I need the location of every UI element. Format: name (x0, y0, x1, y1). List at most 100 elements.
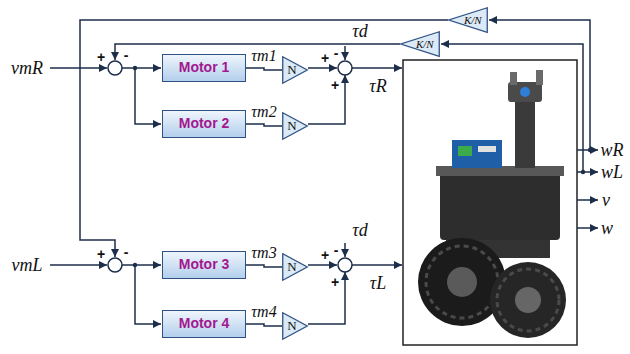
box-label: Motor 1 (179, 60, 230, 75)
disturbance-wire (344, 243, 346, 257)
branch-wire (135, 68, 161, 124)
torque-label: τm3 (250, 244, 277, 262)
torque-wire (308, 75, 345, 124)
wheel-hub (447, 267, 477, 297)
signal-wires (50, 20, 598, 324)
disturbance-wire (344, 46, 346, 60)
gain-label: N (287, 62, 296, 78)
sign-mark: + (331, 77, 339, 93)
signal-connector (246, 68, 282, 70)
gain-label: N (287, 259, 296, 275)
torque-label: τm1 (250, 47, 277, 65)
sign-mark: - (334, 242, 339, 258)
branch-dot (581, 170, 585, 174)
gain-triangle: N (282, 56, 308, 84)
robot-illustration (418, 70, 566, 338)
wheel-tread (497, 269, 559, 331)
gain-outline (283, 313, 308, 340)
signal-connector (246, 124, 282, 126)
robot-gripper (536, 70, 543, 85)
signal-name: τd (352, 220, 367, 241)
gain-label: N (287, 318, 296, 334)
box-label: Motor 2 (179, 116, 230, 131)
sign-mark: + (331, 274, 339, 290)
robot-arm (515, 100, 535, 168)
gain-triangle: N (282, 253, 308, 281)
gain-outline (283, 254, 308, 281)
branch-dot (588, 148, 592, 152)
gain-label: K/N (416, 38, 434, 50)
input-wire (50, 264, 107, 266)
robot-camera (520, 87, 530, 97)
robot-board (452, 140, 502, 168)
gain-label: K/N (464, 14, 482, 26)
gain-triangle: N (282, 312, 308, 340)
branch-dots (133, 66, 592, 267)
torque-wire (352, 264, 402, 266)
branch-wire (135, 265, 161, 324)
feedback-wire (441, 44, 583, 172)
sign-mark: + (321, 50, 329, 66)
output-wire (577, 149, 598, 151)
signal-name: v (602, 190, 610, 211)
output-wire (577, 171, 598, 173)
torque-label: τm4 (250, 303, 277, 321)
summing-junction (108, 258, 122, 272)
signal-connector (246, 324, 282, 326)
process-box: Motor 3 (162, 251, 246, 279)
robot-connector (478, 146, 496, 152)
robot-gripper (510, 72, 517, 85)
process-box: Motor 4 (162, 310, 246, 338)
gain-outline (401, 32, 440, 57)
signal-name: vmR (11, 58, 43, 79)
signal-name: τL (370, 273, 386, 294)
signal-name: wL (601, 162, 623, 183)
summing-junction (338, 61, 352, 75)
torque-wire (308, 272, 345, 324)
box-label: Motor 3 (179, 257, 230, 272)
signal-name: τR (369, 76, 386, 97)
input-wire (50, 67, 107, 69)
summing-junctions (108, 61, 352, 272)
signal-wire (122, 264, 161, 266)
sign-mark: + (321, 247, 329, 263)
torque-wire (308, 67, 337, 69)
robot-chip (458, 146, 472, 156)
feedback-wire (489, 20, 590, 150)
signal-wire (122, 67, 161, 69)
output-wire (577, 227, 598, 229)
robot-body (440, 172, 560, 240)
torque-label: τm2 (250, 103, 277, 121)
sign-mark: - (124, 244, 129, 260)
signal-name: wR (600, 140, 623, 161)
gain-outline (283, 113, 308, 140)
signal-connector (246, 265, 282, 267)
process-box: Motor 2 (162, 110, 246, 138)
sign-mark: - (124, 47, 129, 63)
robot-frame (403, 60, 577, 345)
output-wire (577, 199, 598, 201)
gain-triangle: N (282, 112, 308, 140)
sign-mark: + (97, 246, 105, 262)
signal-name: w (601, 218, 613, 239)
sign-mark: + (97, 49, 105, 65)
process-box: Motor 1 (162, 54, 246, 82)
wheel-hub (515, 287, 541, 313)
summing-junction (108, 61, 122, 75)
torque-wire (352, 67, 402, 69)
sign-mark: - (334, 45, 339, 61)
gain-triangle: K/N (400, 31, 440, 57)
signal-name: vmL (12, 255, 43, 276)
robot-wheel (490, 262, 566, 338)
feedback-wire (80, 20, 448, 257)
summing-junction (338, 258, 352, 272)
wheel-tread (426, 246, 498, 318)
gain-outline (283, 57, 308, 84)
signal-name: τd (352, 21, 367, 42)
torque-wire (308, 264, 337, 266)
box-label: Motor 4 (179, 316, 230, 331)
